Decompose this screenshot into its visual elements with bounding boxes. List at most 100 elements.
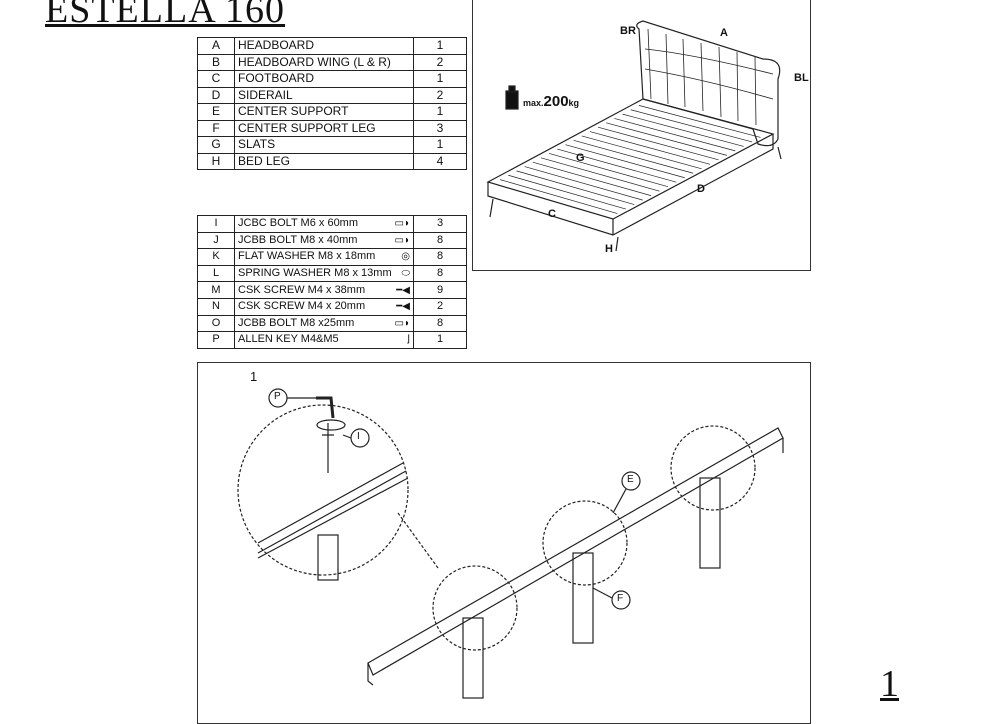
callout-e: E bbox=[627, 474, 634, 485]
part-name: SPRING WASHER M8 x 13mm⬭ bbox=[234, 264, 414, 283]
part-name: JCBC BOLT M6 x 60mm▭◗ bbox=[234, 215, 414, 233]
part-qty: 8 bbox=[413, 248, 467, 266]
bolt-icon: ▭◗ bbox=[394, 218, 411, 230]
part-qty: 9 bbox=[413, 281, 467, 299]
slat bbox=[581, 135, 702, 170]
part-name: JCBB BOLT M8 x25mm▭◗ bbox=[234, 314, 414, 333]
part-key: N bbox=[197, 297, 235, 316]
slat bbox=[589, 131, 711, 165]
slat bbox=[630, 109, 753, 143]
part-qty: 1 bbox=[413, 70, 467, 88]
part-qty: 2 bbox=[413, 297, 467, 316]
slat bbox=[573, 139, 694, 174]
allen-key-icon: ⌋ bbox=[406, 334, 410, 346]
part-name: FLAT WASHER M8 x 18mm◎ bbox=[234, 248, 414, 266]
part-qty: 1 bbox=[413, 136, 467, 154]
slat bbox=[540, 157, 660, 192]
part-qty: 4 bbox=[413, 152, 467, 170]
part-name: SLATS bbox=[234, 136, 414, 154]
part-name: CSK SCREW M4 x 38mm━◀ bbox=[234, 281, 414, 299]
document-title: ESTELLA 160 bbox=[45, 0, 286, 31]
slat bbox=[622, 113, 744, 147]
part-key: B bbox=[197, 53, 235, 71]
washer-icon: ◎ bbox=[401, 251, 410, 263]
part-name: ALLEN KEY M4&M5⌋ bbox=[234, 331, 414, 349]
part-name: CSK SCREW M4 x 20mm━◀ bbox=[234, 297, 414, 316]
max-load-label: max.200kg bbox=[523, 93, 580, 110]
part-name: SIDERAIL bbox=[234, 86, 414, 104]
part-key: H bbox=[197, 152, 235, 170]
part-key: M bbox=[197, 281, 235, 299]
part-key: C bbox=[197, 70, 235, 88]
part-key: L bbox=[197, 264, 235, 283]
slat bbox=[565, 144, 685, 179]
part-key: F bbox=[197, 119, 235, 137]
page-number: 1 bbox=[880, 663, 899, 705]
slat bbox=[606, 122, 727, 156]
screw-icon: ━◀ bbox=[396, 301, 410, 313]
slat bbox=[638, 105, 761, 138]
part-qty: 8 bbox=[413, 264, 467, 283]
part-qty: 2 bbox=[413, 86, 467, 104]
callout-f: F bbox=[617, 593, 624, 604]
part-name: FOOTBOARD bbox=[234, 70, 414, 88]
part-name: HEADBOARD WING (L & R) bbox=[234, 53, 414, 71]
part-key: E bbox=[197, 103, 235, 121]
bolt-icon: ▭◗ bbox=[394, 317, 411, 329]
slat bbox=[532, 161, 652, 196]
part-key: O bbox=[197, 314, 235, 333]
part-name: BED LEG bbox=[234, 152, 414, 170]
part-key: A bbox=[197, 37, 235, 55]
assembly-step-diagram: 1 P I E F bbox=[197, 362, 811, 724]
slat bbox=[614, 118, 736, 152]
screw-icon: ━◀ bbox=[396, 284, 410, 296]
slat bbox=[524, 166, 643, 201]
label-a: A bbox=[720, 27, 728, 39]
callout-i: I bbox=[357, 431, 360, 442]
label-bl: BL bbox=[794, 72, 809, 84]
part-qty: 2 bbox=[413, 53, 467, 71]
part-name: HEADBOARD bbox=[234, 37, 414, 55]
slat bbox=[557, 148, 677, 183]
part-qty: 3 bbox=[413, 215, 467, 233]
part-name: CENTER SUPPORT LEG bbox=[234, 119, 414, 137]
bed-overview-diagram: BR A BL G D C H max.200kg bbox=[472, 0, 811, 271]
label-d: D bbox=[697, 183, 705, 195]
part-key: J bbox=[197, 231, 235, 250]
slat bbox=[549, 153, 669, 188]
slat bbox=[516, 170, 635, 205]
bolt-icon: ▭◗ bbox=[394, 234, 411, 246]
step-number: 1 bbox=[250, 369, 258, 384]
part-key: K bbox=[197, 248, 235, 266]
part-key: D bbox=[197, 86, 235, 104]
part-key: I bbox=[197, 215, 235, 233]
part-qty: 1 bbox=[413, 331, 467, 349]
label-br: BR bbox=[620, 25, 636, 37]
slat bbox=[500, 179, 618, 214]
label-g: G bbox=[576, 152, 585, 164]
label-h: H bbox=[605, 243, 613, 255]
slat bbox=[508, 174, 626, 210]
slat bbox=[597, 126, 719, 161]
spring-washer-icon: ⬭ bbox=[401, 268, 410, 280]
part-qty: 8 bbox=[413, 314, 467, 333]
part-qty: 1 bbox=[413, 103, 467, 121]
